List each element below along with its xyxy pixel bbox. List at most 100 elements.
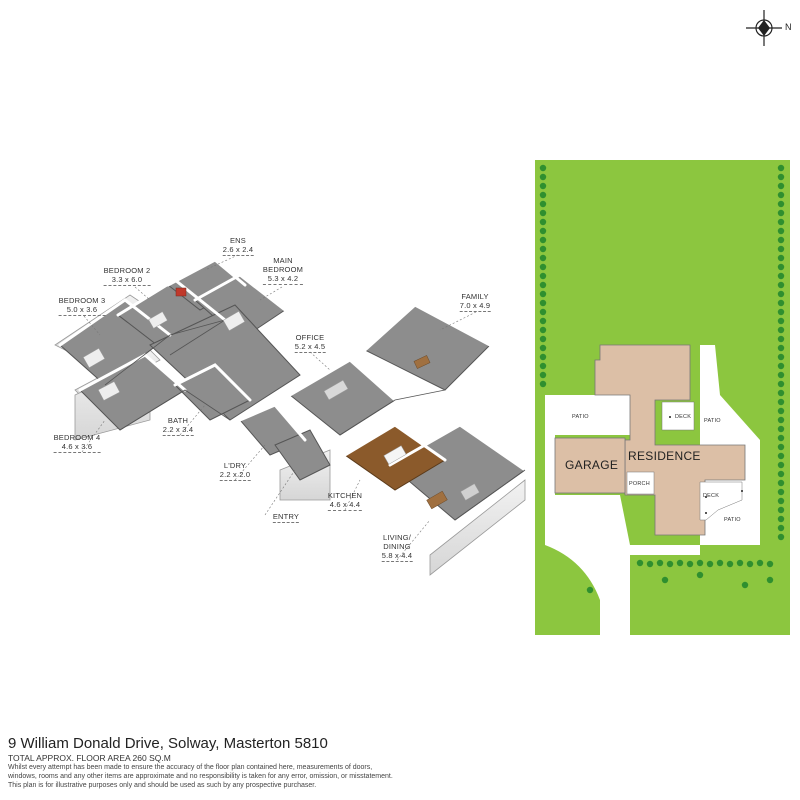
hedge-shrub	[539, 200, 547, 208]
hedge-shrub	[539, 218, 547, 226]
hedge-shrub	[766, 576, 774, 584]
hedge-shrub	[539, 263, 547, 271]
hedge-shrub	[777, 479, 785, 487]
disclaimer-line: Whilst every attempt has been made to en…	[8, 764, 373, 771]
hedge-shrub	[777, 443, 785, 451]
hedge-shrub	[777, 281, 785, 289]
room-name: ENTRY	[272, 512, 300, 523]
room-dimensions: 5.2 x 4.5	[294, 342, 326, 353]
site-label-patio-left: PATIO	[572, 414, 589, 420]
site-label-patio-right: PATIO	[704, 418, 721, 424]
deck-bottom	[699, 481, 743, 521]
hedge-shrub	[777, 326, 785, 334]
room-dimensions: 2.6 x 2.4	[222, 245, 254, 256]
compass-icon	[746, 10, 782, 46]
hedge-shrub	[777, 416, 785, 424]
hedge-shrub	[777, 209, 785, 217]
hedge-shrub	[586, 586, 594, 594]
hedge-shrub	[777, 200, 785, 208]
site-label-deck-bottom: DECK	[703, 493, 720, 499]
floor-entry	[274, 429, 331, 481]
hedge-shrub	[777, 317, 785, 325]
hedge-shrub	[777, 371, 785, 379]
hedge-shrub	[777, 227, 785, 235]
hedge-shrub	[539, 164, 547, 172]
site-label-deck-top: DECK	[675, 414, 692, 420]
hedge-shrub	[696, 559, 704, 567]
hedge-shrub	[539, 254, 547, 262]
hedge-shrub	[539, 344, 547, 352]
hedge-shrub	[777, 389, 785, 397]
room-dimensions: 2.2 x 3.4	[162, 425, 194, 436]
hedge-shrub	[777, 164, 785, 172]
room-name: BEDROOM 2	[103, 266, 151, 275]
site-label-porch: PORCH	[629, 481, 650, 487]
hedge-shrub	[646, 560, 654, 568]
hedge-shrub	[676, 559, 684, 567]
hedge-shrub	[539, 281, 547, 289]
floor-plan-floors	[59, 259, 526, 521]
compass-north-label: N	[785, 22, 792, 32]
hedge-shrub	[777, 344, 785, 352]
disclaimer-line: This plan is for illustrative purposes o…	[8, 782, 317, 789]
footer: 9 William Donald Drive, Solway, Masterto…	[8, 735, 788, 790]
hedge-shrub	[539, 380, 547, 388]
room-dimensions: 4.6 x 4.4	[327, 500, 363, 511]
hedge-right	[777, 164, 785, 541]
hedge-shrub	[539, 272, 547, 280]
room-name: ENS	[229, 236, 247, 245]
hedge-left	[539, 164, 547, 388]
hedge-shrub	[777, 182, 785, 190]
hedge-shrub	[777, 245, 785, 253]
room-name: OFFICE	[295, 333, 325, 342]
hedge-shrub	[777, 218, 785, 226]
hedge-shrub	[777, 272, 785, 280]
label-leaders	[81, 254, 477, 561]
site-markers	[669, 416, 743, 514]
hedge-shrub	[777, 407, 785, 415]
hedge-shrub	[539, 299, 547, 307]
hedge-shrub	[777, 425, 785, 433]
room-dimensions: 7.0 x 4.9	[459, 301, 491, 312]
porch	[626, 471, 655, 495]
room-dimensions: 3.3 x 6.0	[103, 275, 151, 286]
hedge-shrub	[777, 461, 785, 469]
hedge-shrub	[741, 581, 749, 589]
hedge-shrub	[777, 452, 785, 460]
deck-top	[661, 401, 695, 431]
driveway	[545, 395, 700, 635]
floor-area: TOTAL APPROX. FLOOR AREA 260 SQ.M	[8, 753, 171, 763]
hedge-shrub	[777, 335, 785, 343]
hedge-shrub	[539, 353, 547, 361]
room-name: LIVING/	[382, 533, 412, 542]
hedge-shrub	[539, 308, 547, 316]
hedge-shrub	[539, 326, 547, 334]
room-dimensions: 5.8 x 4.4	[381, 551, 413, 562]
hedge-shrub	[661, 576, 669, 584]
room-name: MAIN	[273, 256, 293, 265]
hedge-shrub	[777, 362, 785, 370]
room-dimensions: 5.0 x 3.6	[58, 305, 106, 316]
room-name: KITCHEN	[327, 491, 363, 500]
hedge-shrub	[539, 191, 547, 199]
hedge-shrub	[696, 571, 704, 579]
hedge-shrub	[777, 515, 785, 523]
room-name: BEDROOM 4	[53, 433, 101, 442]
hedge-shrub	[777, 353, 785, 361]
room-name: BATH	[167, 416, 189, 425]
hedge-shrub	[777, 380, 785, 388]
hedge-shrub	[716, 559, 724, 567]
hedge-shrub	[777, 290, 785, 298]
hedge-shrub	[777, 488, 785, 496]
hedge-shrub	[539, 362, 547, 370]
room-name: L'DRY	[223, 461, 247, 470]
room-name: BEDROOM	[262, 265, 304, 274]
